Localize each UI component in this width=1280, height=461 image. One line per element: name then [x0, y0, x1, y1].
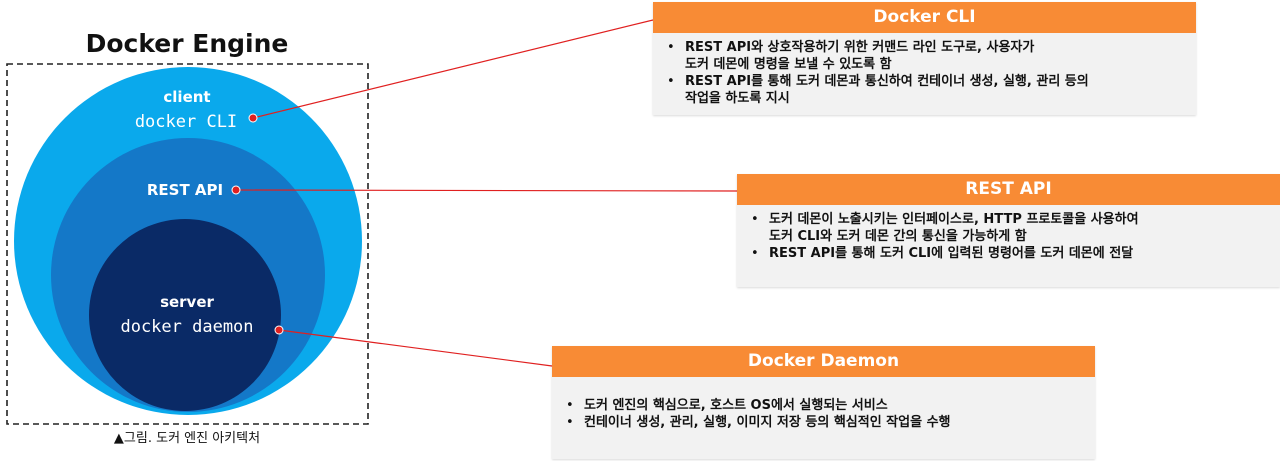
- rest-api-bullet: REST API를 통해 도커 CLI에 입력된 명령어를 도커 데몬에 전달: [751, 245, 1270, 262]
- docker-daemon-bullet: 컨테이너 생성, 관리, 실행, 이미지 저장 등의 핵심적인 작업을 수행: [566, 414, 1085, 431]
- docker-daemon-bullet: 도커 엔진의 핵심으로, 호스트 OS에서 실행되는 서비스: [566, 397, 1085, 414]
- docker-cli-panel-title: Docker CLI: [653, 2, 1196, 33]
- docker-daemon-panel-title: Docker Daemon: [552, 346, 1095, 377]
- server-label: server: [160, 293, 214, 311]
- client-label: client: [163, 88, 210, 106]
- rest-connector-dot: [231, 185, 241, 195]
- cli-connector-dot: [248, 113, 258, 123]
- server-mono-label: docker daemon: [120, 317, 253, 337]
- daemon-connector-line: [278, 329, 553, 367]
- docker-daemon-panel: Docker Daemon 도커 엔진의 핵심으로, 호스트 OS에서 실행되는…: [552, 346, 1095, 459]
- daemon-connector-dot: [274, 325, 284, 335]
- engine-boundary: [6, 63, 369, 425]
- docker-cli-panel: Docker CLI REST API와 상호작용하기 위한 커맨드 라인 도구…: [653, 2, 1196, 115]
- cli-connector-line: [252, 19, 654, 119]
- server-layer-circle: [89, 219, 281, 411]
- rest-api-bullet-list: 도커 데몬이 노출시키는 인터페이스로, HTTP 프로토콜을 사용하여 도커 …: [737, 205, 1280, 268]
- rest-api-panel: REST API 도커 데몬이 노출시키는 인터페이스로, HTTP 프로토콜을…: [737, 174, 1280, 287]
- rest-api-panel-title: REST API: [737, 174, 1280, 205]
- figure-caption: ▲그림. 도커 엔진 아키텍처: [114, 431, 260, 446]
- docker-cli-bullet-list: REST API와 상호작용하기 위한 커맨드 라인 도구로, 사용자가 도커 …: [653, 33, 1196, 113]
- rest-api-label: REST API: [147, 181, 223, 199]
- rest-connector-line: [235, 189, 738, 192]
- client-mono-label: docker CLI: [135, 112, 237, 132]
- docker-cli-bullet: REST API를 통해 도커 데몬과 통신하여 컨테이너 생성, 실행, 관리…: [667, 73, 1186, 107]
- docker-cli-bullet: REST API와 상호작용하기 위한 커맨드 라인 도구로, 사용자가 도커 …: [667, 39, 1186, 73]
- docker-daemon-bullet-list: 도커 엔진의 핵심으로, 호스트 OS에서 실행되는 서비스 컨테이너 생성, …: [552, 377, 1095, 437]
- engine-title: Docker Engine: [86, 29, 289, 58]
- rest-api-bullet: 도커 데몬이 노출시키는 인터페이스로, HTTP 프로토콜을 사용하여 도커 …: [751, 211, 1270, 245]
